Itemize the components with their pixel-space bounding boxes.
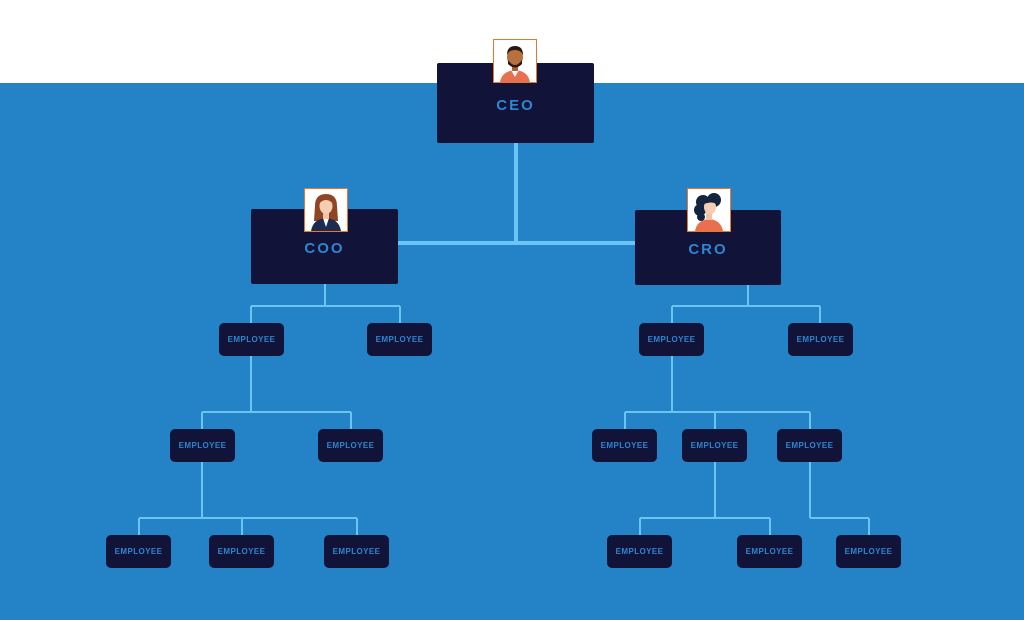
woman-suit-avatar-icon bbox=[304, 188, 348, 232]
employee-box: EMPLOYEE bbox=[737, 535, 802, 568]
employee-box: EMPLOYEE bbox=[592, 429, 657, 462]
ceo-label: CEO bbox=[496, 96, 535, 114]
employee-box: EMPLOYEE bbox=[639, 323, 704, 356]
employee-label: EMPLOYEE bbox=[332, 547, 381, 556]
employee-label: EMPLOYEE bbox=[690, 441, 739, 450]
employee-label: EMPLOYEE bbox=[796, 335, 845, 344]
employee-box: EMPLOYEE bbox=[836, 535, 901, 568]
chart-background bbox=[0, 83, 1024, 620]
employee-box: EMPLOYEE bbox=[367, 323, 432, 356]
employee-label: EMPLOYEE bbox=[326, 441, 375, 450]
employee-label: EMPLOYEE bbox=[114, 547, 163, 556]
employee-box: EMPLOYEE bbox=[607, 535, 672, 568]
employee-box: EMPLOYEE bbox=[170, 429, 235, 462]
employee-box: EMPLOYEE bbox=[106, 535, 171, 568]
employee-box: EMPLOYEE bbox=[788, 323, 853, 356]
man-avatar-icon bbox=[493, 39, 537, 83]
employee-label: EMPLOYEE bbox=[178, 441, 227, 450]
cro-label: CRO bbox=[688, 241, 728, 258]
employee-box: EMPLOYEE bbox=[324, 535, 389, 568]
employee-label: EMPLOYEE bbox=[844, 547, 893, 556]
employee-label: EMPLOYEE bbox=[375, 335, 424, 344]
woman-curly-hair-avatar-icon bbox=[687, 188, 731, 232]
employee-label: EMPLOYEE bbox=[600, 441, 649, 450]
employee-label: EMPLOYEE bbox=[785, 441, 834, 450]
employee-box: EMPLOYEE bbox=[777, 429, 842, 462]
employee-box: EMPLOYEE bbox=[318, 429, 383, 462]
employee-label: EMPLOYEE bbox=[227, 335, 276, 344]
employee-label: EMPLOYEE bbox=[745, 547, 794, 556]
employee-label: EMPLOYEE bbox=[615, 547, 664, 556]
coo-label: COO bbox=[304, 240, 345, 257]
employee-box: EMPLOYEE bbox=[209, 535, 274, 568]
employee-label: EMPLOYEE bbox=[217, 547, 266, 556]
employee-label: EMPLOYEE bbox=[647, 335, 696, 344]
employee-box: EMPLOYEE bbox=[682, 429, 747, 462]
employee-box: EMPLOYEE bbox=[219, 323, 284, 356]
